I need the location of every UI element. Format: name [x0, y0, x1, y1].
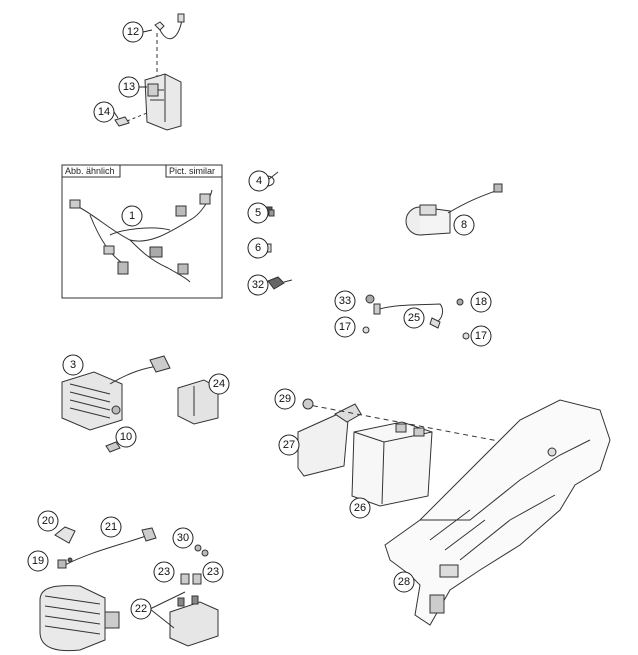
cover-24 — [177, 379, 219, 425]
callout-20: 20 — [42, 515, 54, 527]
callout-23-left: 23 — [158, 566, 170, 578]
callout-23-right: 23 — [207, 566, 219, 578]
callout-5: 5 — [255, 207, 261, 219]
callout-4: 4 — [256, 175, 262, 187]
callout-29: 29 — [279, 393, 291, 405]
connector-assembly-12-13-14 — [114, 13, 185, 131]
callout-6: 6 — [255, 242, 261, 254]
callout-28: 28 — [398, 576, 410, 588]
callout-22: 22 — [135, 603, 147, 615]
battery-holder-27 — [297, 403, 557, 477]
starter-relay-22 — [149, 544, 219, 647]
inset-label-left: Abb. ähnlich — [65, 166, 115, 176]
starter-motor — [39, 585, 120, 652]
callout-12: 12 — [127, 26, 139, 38]
inset-label-right: Pict. similar — [169, 166, 215, 176]
callout-8: 8 — [461, 219, 467, 231]
callout-32: 32 — [252, 279, 264, 291]
callout-30: 30 — [177, 532, 189, 544]
callout-17-right: 17 — [475, 330, 487, 342]
voltage-regulator-3 — [61, 355, 171, 453]
horn-8 — [405, 183, 503, 236]
callout-24: 24 — [213, 378, 225, 390]
callout-14: 14 — [98, 106, 110, 118]
ground-cable-25 — [362, 294, 470, 340]
callout-3: 3 — [70, 359, 76, 371]
battery-26 — [302, 398, 433, 507]
callout-25: 25 — [408, 312, 420, 324]
wiring-harness-inset — [61, 164, 223, 299]
callout-33: 33 — [339, 295, 351, 307]
callout-18: 18 — [475, 296, 487, 308]
callout-27: 27 — [283, 439, 295, 451]
callout-21: 21 — [105, 521, 117, 533]
callout-19: 19 — [32, 555, 44, 567]
rear-mudguard-28 — [384, 399, 611, 626]
callout-1: 1 — [129, 210, 135, 222]
starter-cable-21 — [54, 526, 157, 569]
callout-26: 26 — [354, 502, 366, 514]
callout-17-left: 17 — [339, 321, 351, 333]
callout-10: 10 — [120, 431, 132, 443]
callout-13: 13 — [123, 81, 135, 93]
